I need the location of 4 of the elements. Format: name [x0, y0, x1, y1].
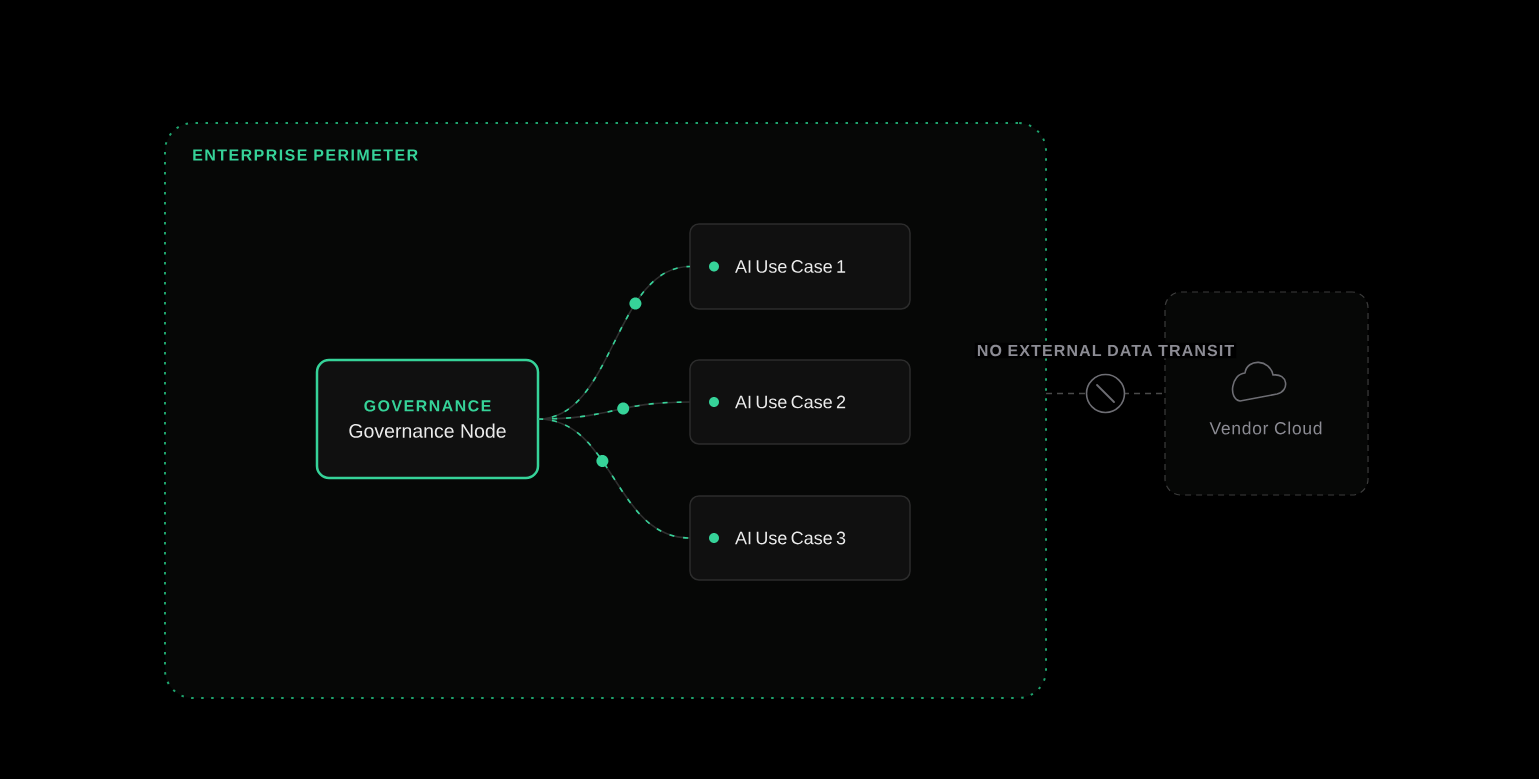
use-case-box: AI Use Case 3 [689, 495, 911, 581]
use-case-box: AI Use Case 1 [689, 223, 911, 310]
use-case-box: AI Use Case 2 [689, 359, 911, 445]
governance-box: GOVERNANCE Governance Node [315, 358, 540, 480]
